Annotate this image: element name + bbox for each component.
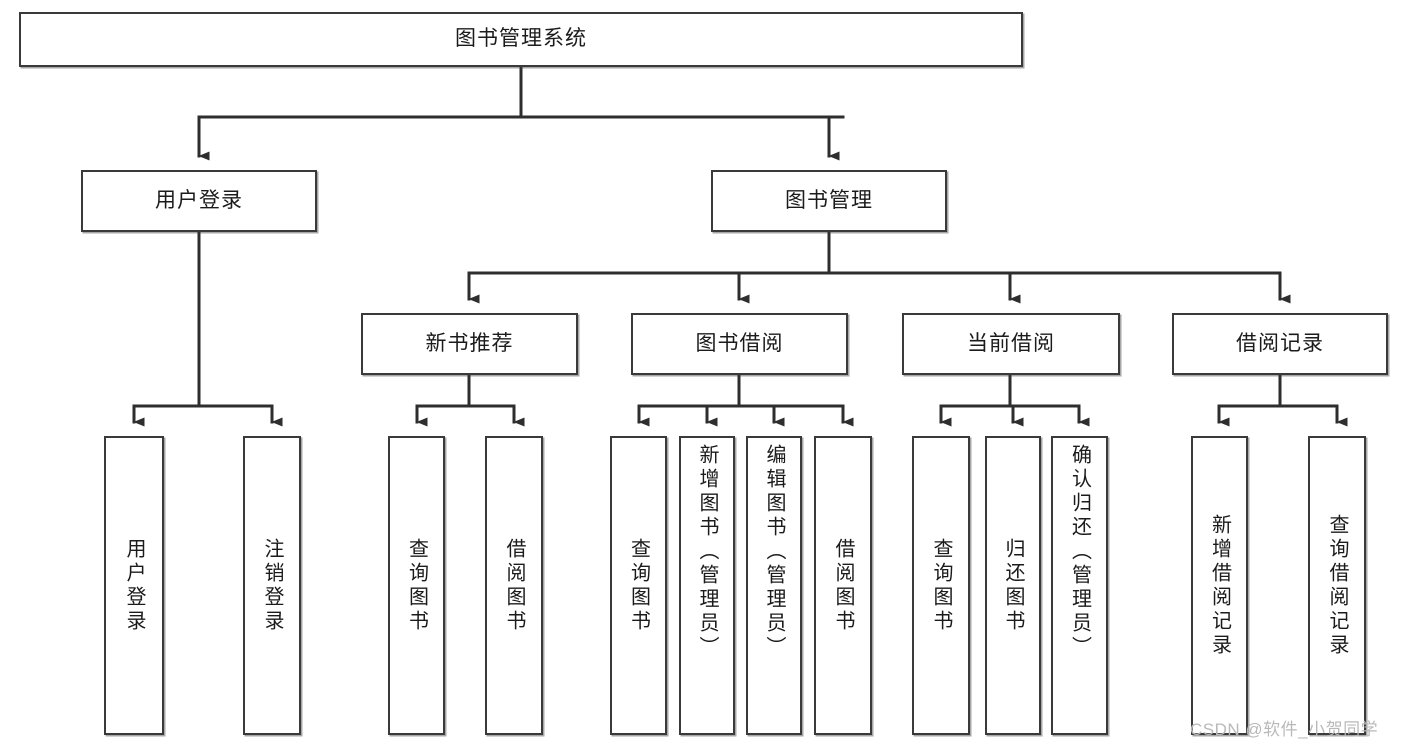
node-label: 用户登录 <box>155 188 243 212</box>
node-new-book-recommend[interactable]: 新书推荐 <box>361 313 578 375</box>
leaf-user-login[interactable]: 用户登录 <box>104 436 164 735</box>
node-borrow-record[interactable]: 借阅记录 <box>1172 313 1388 375</box>
node-label: 查询图书 <box>627 537 650 634</box>
leaf-query-borrow-record[interactable]: 查询借阅记录 <box>1308 436 1366 735</box>
node-label: 新增借阅记录 <box>1208 513 1231 658</box>
node-label: 归还图书 <box>1002 537 1024 634</box>
leaf-add-borrow-record[interactable]: 新增借阅记录 <box>1191 436 1248 735</box>
node-label: 借阅图书 <box>503 537 525 634</box>
node-label: 当前借阅 <box>967 331 1055 355</box>
node-label: 查询图书 <box>930 537 952 634</box>
leaf-query-book-recommend[interactable]: 查询图书 <box>388 436 445 735</box>
leaf-borrow-book[interactable]: 借阅图书 <box>814 436 872 735</box>
node-label: 图书管理 <box>785 188 873 212</box>
leaf-borrow-book-recommend[interactable]: 借阅图书 <box>485 436 543 735</box>
node-label: 新增图书（管理员） <box>696 444 718 660</box>
node-label: 查询图书 <box>405 537 428 634</box>
leaf-add-book-admin[interactable]: 新增图书（管理员） <box>679 436 735 735</box>
node-label: 借阅记录 <box>1236 331 1324 355</box>
node-current-borrow[interactable]: 当前借阅 <box>902 313 1120 375</box>
leaf-confirm-return-admin[interactable]: 确认归还（管理员） <box>1051 436 1108 735</box>
leaf-logout[interactable]: 注销登录 <box>243 436 301 735</box>
node-user-login[interactable]: 用户登录 <box>81 170 317 232</box>
leaf-return-book[interactable]: 归还图书 <box>985 436 1041 735</box>
leaf-query-book-current[interactable]: 查询图书 <box>912 436 970 735</box>
node-book-borrow[interactable]: 图书借阅 <box>631 313 848 375</box>
node-label: 注销登录 <box>261 537 283 634</box>
leaf-edit-book-admin[interactable]: 编辑图书（管理员） <box>746 436 802 735</box>
node-label: 编辑图书（管理员） <box>763 444 785 660</box>
node-label: 图书借阅 <box>695 331 784 355</box>
leaf-query-book-borrow[interactable]: 查询图书 <box>610 436 667 735</box>
node-label: 查询借阅记录 <box>1326 513 1348 658</box>
node-label: 新书推荐 <box>425 331 514 355</box>
node-label: 确认归还（管理员） <box>1068 444 1091 660</box>
node-label: 借阅图书 <box>832 537 854 634</box>
csdn-watermark: CSDN @软件_小贺同学 <box>1190 720 1379 739</box>
node-label: 用户登录 <box>123 537 145 634</box>
node-label: 图书管理系统 <box>455 27 587 51</box>
node-root-system[interactable]: 图书管理系统 <box>19 12 1023 67</box>
node-book-management[interactable]: 图书管理 <box>711 170 947 232</box>
